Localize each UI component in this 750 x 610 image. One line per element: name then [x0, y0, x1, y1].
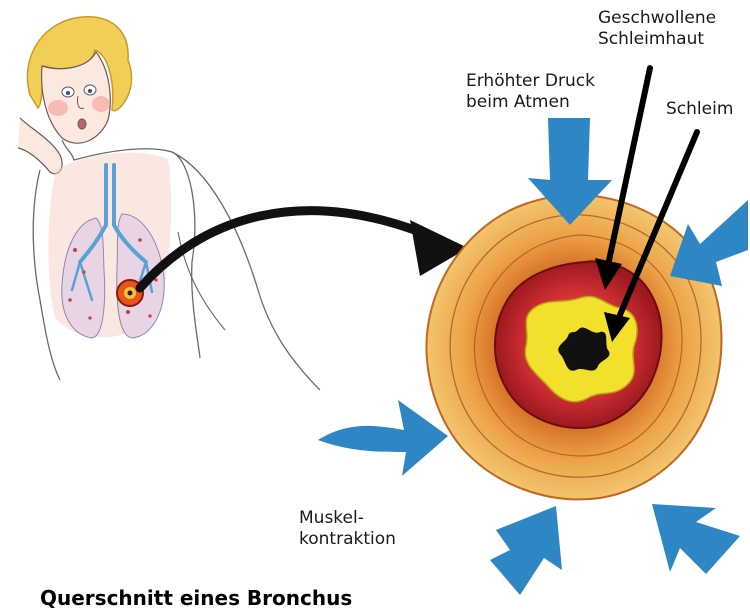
label-increased-pressure: Erhöhter Druck beim Atmen: [466, 71, 595, 113]
label-muscle-contraction: Muskel- kontraktion: [299, 508, 396, 550]
cheek-left: [48, 100, 68, 116]
mouth: [78, 119, 86, 129]
blue-arrow-bottom: [490, 506, 562, 595]
label-swollen-mucosa-line1: Geschwollene: [598, 8, 716, 29]
blue-arrow-left: [318, 400, 448, 476]
label-mucus: Schleim: [666, 99, 733, 120]
label-swollen-mucosa-line2: Schleimhaut: [598, 29, 716, 50]
blue-arrow-lower-right: [652, 504, 740, 574]
person-illustration: [18, 17, 320, 390]
label-increased-pressure-line2: beim Atmen: [466, 92, 595, 113]
arm-right: [172, 152, 320, 390]
cheek-right: [92, 96, 110, 112]
label-muscle-contraction-line1: Muskel-: [299, 508, 396, 529]
label-increased-pressure-line1: Erhöhter Druck: [466, 71, 595, 92]
figure-caption: Querschnitt eines Bronchus: [40, 588, 352, 609]
label-muscle-contraction-line2: kontraktion: [299, 529, 396, 550]
magnification-arrow: [140, 211, 468, 288]
blue-arrow-upper-right: [670, 200, 748, 286]
label-mucus-text: Schleim: [666, 99, 733, 120]
label-swollen-mucosa: Geschwollene Schleimhaut: [598, 8, 716, 50]
bronchus-cross-section: [427, 195, 722, 500]
